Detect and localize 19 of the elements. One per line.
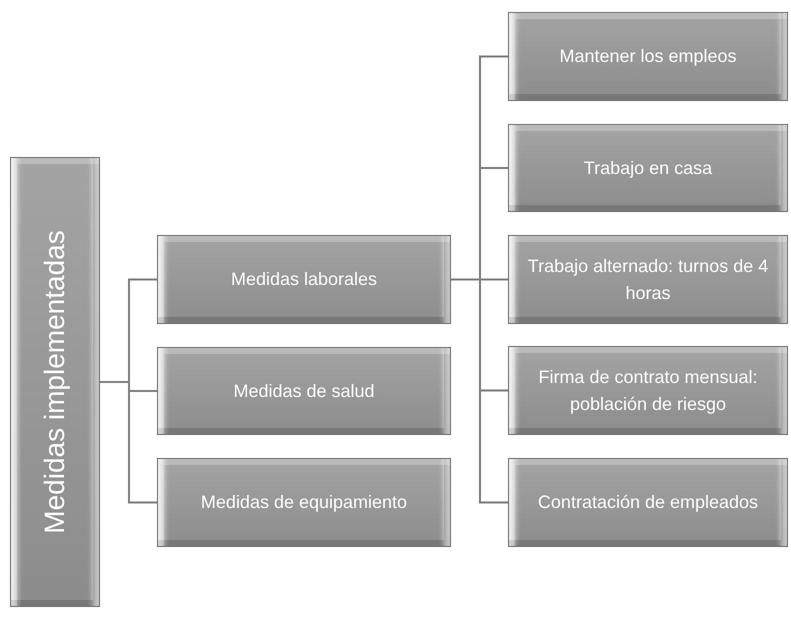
box-label: Medidas laborales (230, 268, 378, 291)
bevel-box (157, 235, 451, 324)
bevel-box (157, 458, 451, 547)
box-label: Firma de contrato mensual: población de riesgo (537, 366, 759, 416)
box-label: Medidas implementadas (39, 230, 71, 534)
bevel-box (508, 346, 788, 435)
box-label: Contratación de empleados (536, 491, 760, 514)
bevel-box (508, 124, 788, 212)
bevel-box (157, 347, 451, 435)
box-label: Mantener los empleos (558, 45, 738, 68)
box-label: Trabajo en casa (582, 156, 714, 180)
vertical-root-box (10, 157, 100, 607)
bevel-box (508, 235, 788, 324)
box-label: Medidas de salud (232, 380, 376, 402)
box-label: Medidas de equipamiento (200, 491, 408, 514)
connector-line (451, 278, 508, 504)
box-label: Trabajo alternado: turnos de 4 horas (526, 254, 770, 304)
bevel-box (508, 458, 788, 547)
bevel-box (508, 12, 788, 101)
